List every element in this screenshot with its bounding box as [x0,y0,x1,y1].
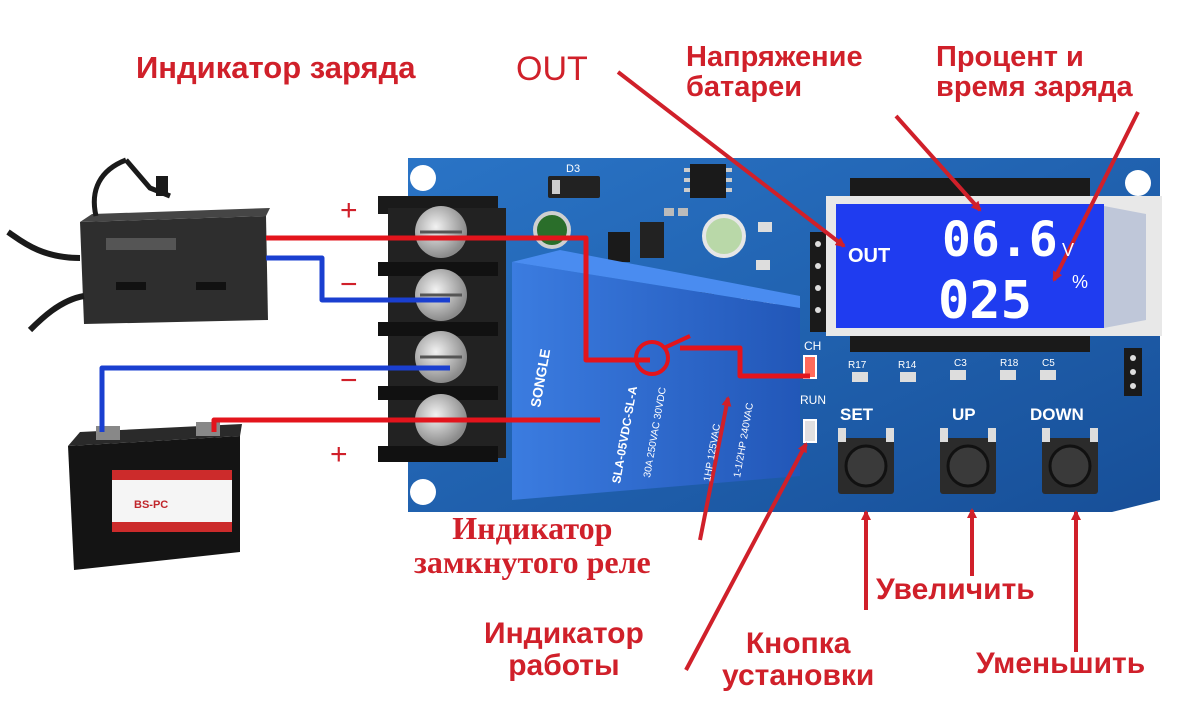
led-ch-label: CH [804,339,821,353]
percent-label-line-1: Процент и [936,41,1084,73]
set-button-label-callout: Кнопка установки [722,628,874,691]
lcd-voltage-unit: V [1062,240,1074,260]
charger-adapter [6,157,270,333]
lcd-pins [850,178,1090,352]
r14-label: R14 [898,360,917,371]
battery [68,422,242,570]
work-indicator-label: Индикатор работы [484,618,644,681]
percent-label-line-2: время заряда [936,71,1133,104]
button-down[interactable] [1042,428,1098,494]
led-run-label: RUN [800,393,826,407]
relay-indicator-label: Индикатор замкнутого реле [414,510,651,580]
work-label-line-2: работы [508,648,620,682]
r17-label: R17 [848,360,867,371]
charge-indicator-label: Индикатор заряда [136,50,416,85]
out-label: OUT [516,50,588,88]
set-label-line-2: установки [722,658,875,692]
set-label-line-1: Кнопка [745,627,851,660]
wires [99,235,810,432]
battery-label: BS-PC [134,499,168,511]
voltage-label-line-1: Напряжение [686,41,863,73]
lcd-out-label: OUT [848,245,890,267]
terminal-block [378,196,506,462]
increase-label: Увеличить [876,573,1035,606]
c5-label: C5 [1042,358,1055,369]
up-button-label: UP [952,405,976,424]
lcd-bezel [1104,206,1146,328]
voltage-label-line-2: батареи [686,71,803,104]
button-set[interactable] [838,428,894,494]
d3-label: D3 [566,163,580,175]
c3-label: C3 [954,358,967,369]
relay-label-line-1: Индикатор [452,510,613,546]
minus-sign-1: − [340,268,358,301]
percent-time-label: Процент и время заряда [936,42,1133,103]
down-button-label: DOWN [1030,405,1084,424]
lcd-percent-unit: % [1072,272,1088,292]
relay-label-line-2: замкнутого реле [414,543,651,580]
plus-sign-bottom: + [330,438,348,471]
button-up[interactable] [940,428,996,494]
annotation-arrows [616,70,1140,671]
lcd-voltage: 06.6 [942,212,1058,268]
set-button-label: SET [840,405,874,424]
voltage-label: Напряжение батареи [686,42,863,103]
decrease-label: Уменьшить [976,647,1146,680]
work-label-line-1: Индикатор [484,617,644,650]
lcd-percent: 025 [938,271,1032,331]
r18-label: R18 [1000,358,1019,369]
plus-sign-top: + [340,194,358,227]
minus-sign-2: − [340,364,358,397]
